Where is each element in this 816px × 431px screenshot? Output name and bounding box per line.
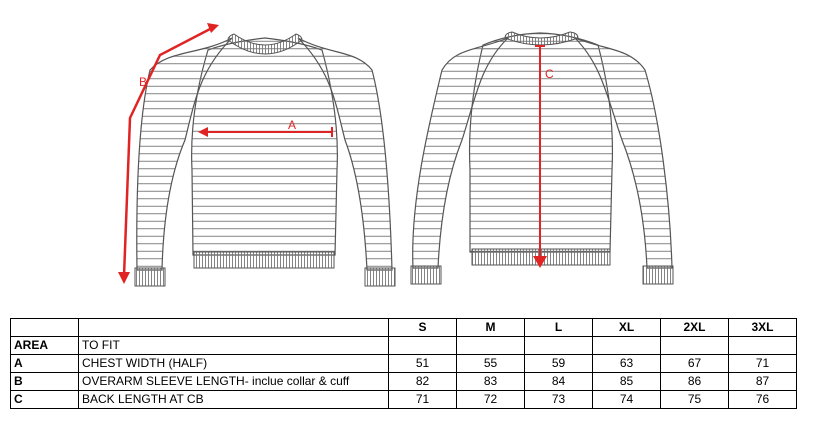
table-row: A CHEST WIDTH (HALF) 51 55 59 63 67 71 xyxy=(10,354,797,373)
value-cell: 74 xyxy=(592,390,661,409)
size-header-s: S xyxy=(388,318,457,337)
value-cell: 71 xyxy=(388,390,457,409)
value-cell: 86 xyxy=(660,372,729,391)
row-description: OVERARM SLEEVE LENGTH- inclue collar & c… xyxy=(78,372,389,391)
value-cell: 84 xyxy=(524,372,593,391)
table-row: B OVERARM SLEEVE LENGTH- inclue collar &… xyxy=(10,372,797,391)
header-blank-cell xyxy=(78,318,389,337)
value-cell: 63 xyxy=(592,354,661,373)
value-cell: 75 xyxy=(660,390,729,409)
row-description: BACK LENGTH AT CB xyxy=(78,390,389,409)
value-cell: 51 xyxy=(388,354,457,373)
to-fit-header: TO FIT xyxy=(78,336,389,355)
value-cell: 72 xyxy=(456,390,525,409)
front-waistband xyxy=(193,251,335,269)
front-right-cuff xyxy=(364,267,396,287)
row-code: B xyxy=(10,372,79,391)
value-cell: 82 xyxy=(388,372,457,391)
front-collar xyxy=(227,33,303,55)
measurement-c-label: C xyxy=(545,67,554,81)
measurement-b: B xyxy=(118,23,219,284)
garment-sketch: A B C xyxy=(118,23,674,287)
value-cell: 59 xyxy=(524,354,593,373)
value-cell: 71 xyxy=(728,354,797,373)
area-header: AREA xyxy=(10,336,79,355)
size-header-m: M xyxy=(456,318,525,337)
measurement-a-label: A xyxy=(288,118,296,132)
measurement-b-label: B xyxy=(139,75,147,89)
value-cell: 76 xyxy=(728,390,797,409)
table-row: C BACK LENGTH AT CB 71 72 73 74 75 76 xyxy=(10,390,797,409)
size-chart-table: S M L XL 2XL 3XL AREA TO FIT A CHEST WID… xyxy=(10,318,797,409)
size-header-l: L xyxy=(524,318,593,337)
value-cell: 73 xyxy=(524,390,593,409)
row-code: C xyxy=(10,390,79,409)
measurement-a: A xyxy=(198,118,333,137)
back-left-cuff xyxy=(410,265,442,285)
value-cell: 83 xyxy=(456,372,525,391)
row-description: CHEST WIDTH (HALF) xyxy=(78,354,389,373)
area-header-row: AREA TO FIT xyxy=(10,336,797,355)
value-cell: 55 xyxy=(456,354,525,373)
size-header-3xl: 3XL xyxy=(728,318,797,337)
value-cell: 67 xyxy=(660,354,729,373)
back-right-cuff xyxy=(642,265,674,285)
row-code: A xyxy=(10,354,79,373)
back-view xyxy=(410,31,674,285)
measurement-c: C xyxy=(533,45,554,268)
front-view xyxy=(134,33,396,287)
value-cell: 85 xyxy=(592,372,661,391)
value-cell: 87 xyxy=(728,372,797,391)
size-header-row: S M L XL 2XL 3XL xyxy=(10,318,797,337)
size-header-xl: XL xyxy=(592,318,661,337)
front-left-cuff xyxy=(134,267,166,287)
header-blank-cell xyxy=(10,318,79,337)
back-collar xyxy=(504,31,579,46)
front-body xyxy=(191,37,338,256)
size-header-2xl: 2XL xyxy=(660,318,729,337)
